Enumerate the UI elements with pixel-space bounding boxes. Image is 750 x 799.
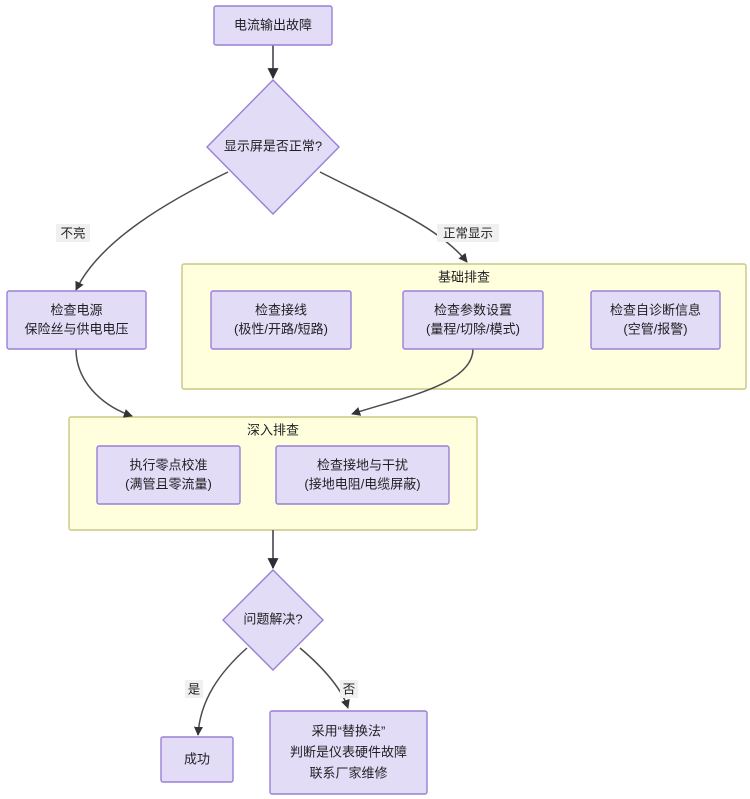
- node-selfdiag-box[interactable]: [590, 290, 721, 350]
- edge-decision2-to-success: [193, 647, 248, 736]
- edge-label-no: 否: [340, 680, 358, 698]
- node-success-box[interactable]: [160, 736, 234, 783]
- node-decision-problem-solved[interactable]: 问题解决?: [222, 569, 324, 671]
- node-wiring-box[interactable]: [210, 290, 352, 350]
- node-power-label-line1: 检查电源: [50, 302, 102, 317]
- node-param-label-line1: 检查参数设置: [434, 302, 512, 317]
- edge-label-no-text: 否: [343, 682, 356, 696]
- edge-label-normal-display-text: 正常显示: [443, 226, 493, 240]
- node-start-label: 电流输出故障: [234, 17, 312, 32]
- node-check-grounding-interference[interactable]: 检查接地与干扰 (接地电阻/电缆屏蔽): [275, 445, 450, 505]
- edge-decision1-to-basic-cluster: [319, 171, 468, 263]
- node-ground-label-line2: (接地电阻/电缆屏蔽): [304, 476, 420, 491]
- node-success-label: 成功: [184, 751, 210, 766]
- cluster-basic-title: 基础排查: [438, 269, 490, 284]
- node-check-self-diagnosis[interactable]: 检查自诊断信息 (空管/报警): [590, 290, 721, 350]
- node-check-wiring[interactable]: 检查接线 (极性/开路/短路): [210, 290, 352, 350]
- node-decision1-diamond[interactable]: [206, 79, 340, 215]
- node-power-label-line2: 保险丝与供电电压: [24, 321, 128, 336]
- edge-label-normal-display: 正常显示: [437, 224, 499, 242]
- node-start-current-output-fault[interactable]: 电流输出故障: [213, 5, 333, 46]
- node-selfdiag-label-line2: (空管/报警): [623, 321, 687, 336]
- node-power-box[interactable]: [6, 290, 147, 350]
- edge-decision2-to-replace: [299, 647, 350, 709]
- node-ground-label-line1: 检查接地与干扰: [317, 457, 408, 472]
- node-wiring-label-line2: (极性/开路/短路): [234, 321, 328, 336]
- node-replace-box[interactable]: [269, 710, 428, 795]
- node-zero-label-line2: (满管且零流量): [125, 476, 212, 491]
- edge-label-not-lit: 不亮: [56, 224, 90, 242]
- edge-param-to-deep-cluster: [351, 348, 474, 416]
- edge-label-yes: 是: [185, 680, 203, 698]
- node-replace-label-line2: 判断是仪表硬件故障: [290, 744, 407, 759]
- node-zero-point-calibration[interactable]: 执行零点校准 (满管且零流量): [96, 445, 241, 505]
- node-decision1-label: 显示屏是否正常?: [224, 138, 322, 153]
- node-replacement-method[interactable]: 采用“替换法” 判断是仪表硬件故障 联系厂家维修: [269, 710, 428, 795]
- node-success[interactable]: 成功: [160, 736, 234, 783]
- node-wiring-label-line1: 检查接线: [255, 302, 307, 317]
- node-check-parameter-settings[interactable]: 检查参数设置 (量程/切除/模式): [402, 290, 544, 350]
- node-replace-label-line1: 采用“替换法”: [312, 723, 386, 738]
- node-ground-box[interactable]: [275, 445, 450, 505]
- cluster-deep-title: 深入排查: [247, 422, 299, 437]
- node-start-box[interactable]: [213, 5, 333, 46]
- node-check-power-supply[interactable]: 检查电源 保险丝与供电电压: [6, 290, 147, 350]
- node-zero-label-line1: 执行零点校准: [129, 457, 207, 472]
- node-param-label-line2: (量程/切除/模式): [426, 321, 520, 336]
- node-decision2-diamond[interactable]: [222, 569, 324, 671]
- node-zero-box[interactable]: [96, 445, 241, 505]
- edge-label-not-lit-text: 不亮: [60, 225, 85, 240]
- node-selfdiag-label-line1: 检查自诊断信息: [610, 302, 701, 317]
- node-param-box[interactable]: [402, 290, 544, 350]
- node-decision2-label: 问题解决?: [243, 611, 302, 626]
- edge-power-to-deep-cluster: [75, 348, 133, 418]
- node-decision-display-normal[interactable]: 显示屏是否正常?: [206, 79, 340, 215]
- edge-label-yes-text: 是: [188, 682, 201, 696]
- edge-decision1-to-power: [75, 171, 229, 291]
- node-replace-label-line3: 联系厂家维修: [309, 765, 387, 780]
